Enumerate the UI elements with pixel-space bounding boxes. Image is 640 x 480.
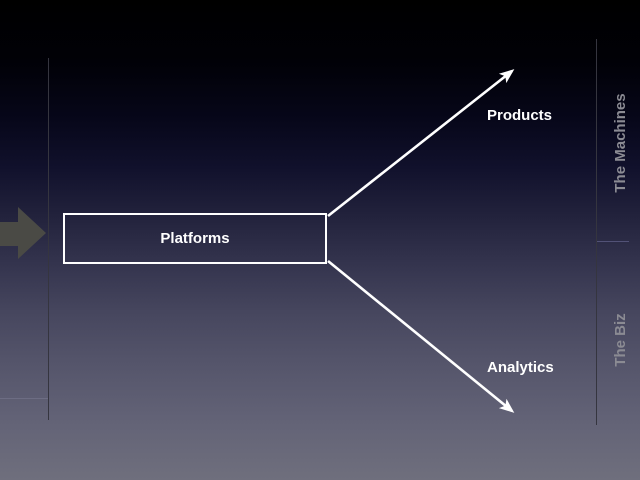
analytics-label: Analytics (487, 359, 554, 376)
right-axis-divider-tick (597, 241, 629, 242)
analytics-arrow-icon (327, 259, 515, 413)
right-guide-line (596, 39, 597, 425)
platforms-node-box: Platforms (63, 213, 327, 264)
platforms-node-label: Platforms (160, 230, 230, 247)
left-guide-line (48, 58, 49, 420)
products-label: Products (487, 107, 553, 124)
biz-axis-label: The Biz (612, 313, 629, 367)
machines-axis-label: The Machines (612, 93, 629, 193)
incoming-gray-arrow-icon (0, 207, 46, 259)
products-arrow-icon (327, 69, 515, 218)
left-guide-tick (0, 398, 48, 399)
